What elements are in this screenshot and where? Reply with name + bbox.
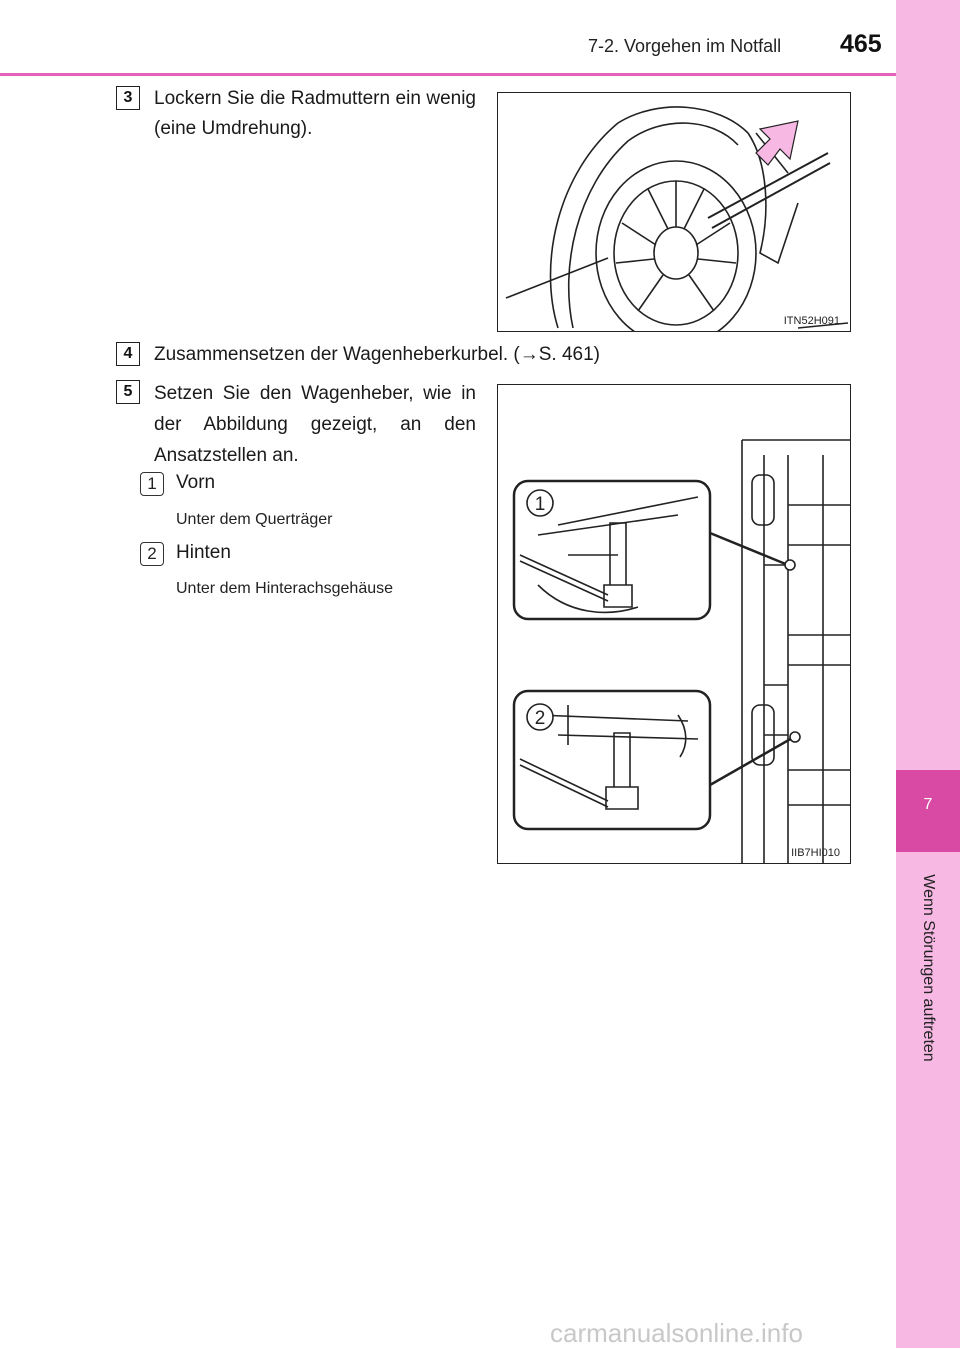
callout-label-1: 1 (535, 494, 546, 515)
step-badge-3: 3 (116, 86, 140, 110)
jack-point-title-rear: Hinten (176, 542, 231, 563)
wheel-figure: ITN52H091 (497, 92, 851, 332)
chapter-title: Wenn Störungen auftreten (920, 874, 937, 1062)
jack-point-number-1: 1 (140, 472, 164, 496)
jack-point-detail-front: Unter dem Querträger (176, 511, 333, 528)
jack-point-detail-rear: Unter dem Hinterachsgehäuse (176, 580, 394, 597)
callout-label-2: 2 (535, 708, 546, 729)
watermark: carmanualsonline.info (550, 1318, 803, 1348)
wheel-nut-illustration (505, 106, 849, 331)
jack-point-title-front: Vorn (176, 472, 216, 493)
header-divider (0, 73, 896, 76)
rotation-arrow-icon (755, 120, 799, 166)
step-badge-4: 4 (116, 342, 140, 366)
callout-circle-2 (526, 703, 554, 731)
step-5-text: Setzen Sie den Wagenheber, wie in der Ab… (154, 383, 476, 466)
side-tab (896, 0, 960, 1348)
step-4-text: Zusammensetzen der Wagenheberkurbel. (→S… (154, 344, 601, 365)
jack-position-illustration: 1 2 (512, 439, 850, 863)
step-badge-5: 5 (116, 380, 140, 404)
figure-code: IIB7HI010 (791, 847, 840, 859)
chapter-marker[interactable] (896, 770, 960, 852)
callout-circle-1 (526, 489, 554, 517)
jack-point-number-2: 2 (140, 542, 164, 566)
section-title: 7-2. Vorgehen im Notfall (588, 36, 782, 56)
step-3-text: Lockern Sie die Radmuttern ein wenig (ei… (154, 88, 476, 139)
jack-figure: 1 2 IIB7HI010 (497, 384, 851, 864)
page-number: 465 (840, 30, 882, 58)
figure-code: ITN52H091 (783, 315, 840, 327)
chapter-number: 7 (923, 796, 933, 813)
